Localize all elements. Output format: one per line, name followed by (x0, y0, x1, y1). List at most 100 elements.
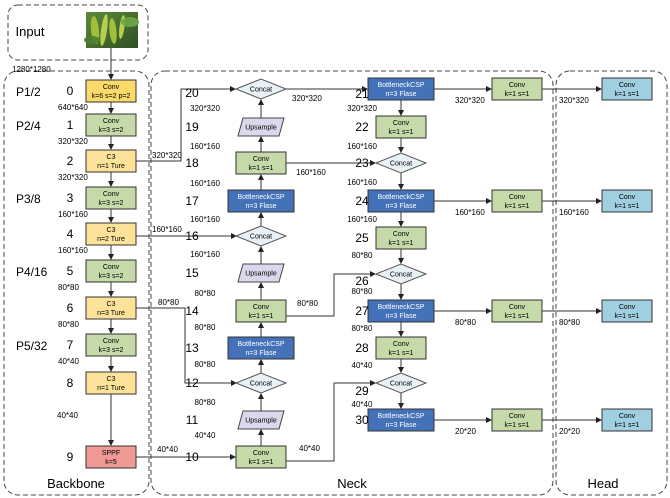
neck-layer-11-shape (237, 410, 285, 430)
dim-l10-out: 40*40 (299, 444, 320, 453)
neck-dim: 80*80 (195, 289, 216, 298)
neck-layer-26-label: Concat (390, 272, 412, 279)
head-label: Head (587, 476, 618, 491)
layer-index-4: 4 (67, 227, 74, 241)
backbone-layer-2-params: n=1 Ture (97, 163, 125, 170)
neck-layer-12-shape (234, 372, 288, 394)
layer-index-29: 29 (355, 384, 369, 398)
head-conv-2-params: k=1 s=1 (615, 313, 640, 320)
neck-layer-15: Upsample (237, 263, 285, 283)
neck-layer-25-type: Conv (393, 231, 410, 238)
head-conv-1-rect (601, 189, 653, 213)
layer-index-3: 3 (67, 191, 74, 205)
layer-index-30: 30 (355, 413, 369, 427)
neck-out-conv-3-params: k=1 s=1 (505, 422, 530, 429)
backbone-layer-6-rect (85, 296, 137, 320)
backbone-layer-9-rect (85, 445, 137, 469)
head-dim: 320*320 (559, 96, 589, 105)
dim-l20-out: 320*320 (292, 94, 322, 103)
head-conv-3-type: Conv (619, 413, 636, 420)
stage-label: P1/2 (16, 85, 41, 99)
head-dim: 80*80 (559, 318, 580, 327)
neck-dim: 160*160 (347, 178, 377, 187)
layer-index-24: 24 (355, 194, 369, 208)
neck-dim: 80*80 (195, 360, 216, 369)
neck-out-conv-0-rect (491, 77, 543, 101)
neck-layer-10-params: k=1 s=1 (249, 459, 274, 466)
neck-layer-28-type: Conv (393, 341, 410, 348)
neck-out-conv-3-rect (491, 408, 543, 432)
head-frame (555, 70, 668, 496)
backbone-layer-7-rect (85, 333, 137, 357)
neck-layer-17-rect (227, 189, 295, 213)
layer-index-14: 14 (185, 304, 199, 318)
backbone-layer-1-rect (85, 113, 137, 137)
backbone-layer-1-type: Conv (103, 118, 120, 125)
backbone-layer-8-params: n=1 Ture (97, 385, 125, 392)
layer-index-21: 21 (355, 87, 369, 101)
neck-dim: 320*320 (190, 104, 220, 113)
neck-layer-12: Concat (234, 372, 288, 394)
layer-index-8: 8 (67, 376, 74, 390)
layer-index-7: 7 (67, 338, 74, 352)
neck-layer-26: Concat (374, 263, 428, 285)
neck-dim: 80*80 (352, 287, 373, 296)
neck-layer-10-rect (235, 445, 287, 469)
layer-index-5: 5 (67, 264, 74, 278)
neck-layer-30-type: BottleneckCSP (377, 413, 424, 420)
layer-index-13: 13 (185, 341, 199, 355)
head-conv-0-type: Conv (619, 82, 636, 89)
neck-dim: 80*80 (352, 251, 373, 260)
dim-l18-out: 160*160 (296, 168, 326, 177)
backbone-layer-0-params: k=6 s=2 p=2 (92, 93, 131, 100)
head-conv-2-type: Conv (619, 304, 636, 311)
neck-out-conv-1-type: Conv (509, 194, 526, 201)
head-conv-0-rect (601, 77, 653, 101)
backbone-layer-6-type: C3 (107, 301, 116, 308)
neck-layer-30-rect (367, 408, 435, 432)
neck-layer-23-shape (374, 152, 428, 174)
neck-layer-22-type: Conv (393, 120, 410, 127)
layer-index-20: 20 (185, 86, 199, 100)
neck-dim: 320*320 (347, 104, 377, 113)
neck-layer-28-params: k=1 s=1 (389, 350, 414, 357)
dim-l14-out: 80*80 (297, 299, 318, 308)
backbone-dim-3: 160*160 (58, 210, 88, 219)
neck-dim: 160*160 (190, 215, 220, 224)
layer-index-19: 19 (185, 120, 199, 134)
neck-layer-15-shape (237, 263, 285, 283)
layer-index-17: 17 (185, 194, 199, 208)
layer-index-26: 26 (355, 274, 369, 288)
stage-label: P2/4 (16, 119, 41, 133)
backbone-layer-5-type: Conv (103, 264, 120, 271)
backbone-layer-2-type: C3 (107, 154, 116, 161)
backbone-layer-0-rect (85, 79, 137, 103)
neck-layer-28-rect (375, 336, 427, 360)
head-dim: 20*20 (559, 427, 580, 436)
neck-layer-14-params: k=1 s=1 (249, 313, 274, 320)
backbone-dim-4: 160*160 (58, 246, 88, 255)
layer-index-11: 11 (186, 413, 199, 427)
backbone-layer-5-rect (85, 259, 137, 283)
backbone-layer-5-params: k=3 s=2 (99, 273, 124, 280)
layer-index-2: 2 (67, 154, 74, 168)
neck-out-dim: 80*80 (455, 318, 476, 327)
backbone-layer-7-type: Conv (103, 338, 120, 345)
layer-index-1: 1 (67, 118, 74, 132)
neck-dim: 160*160 (190, 179, 220, 188)
neck-out-dim: 160*160 (455, 208, 485, 217)
